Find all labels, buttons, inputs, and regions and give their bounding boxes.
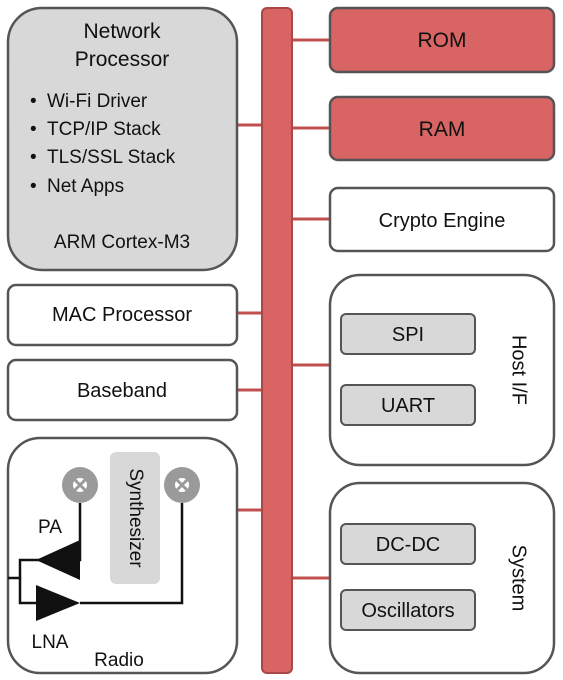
oscillators-label: Oscillators [361, 600, 454, 622]
rom-label: ROM [418, 29, 467, 52]
oscillators-block [340, 589, 476, 631]
bullet-marker: • [30, 91, 37, 112]
rom-block: ROM [328, 6, 556, 74]
network-processor-title-2: Processor [75, 48, 170, 71]
bullet-marker: • [30, 119, 37, 140]
crypto-engine-label: Crypto Engine [379, 210, 506, 232]
mixer-right-icon [162, 465, 202, 505]
network-processor-title-1: Network [83, 20, 161, 43]
dc-dc-label: DC-DC [376, 534, 440, 556]
synthesizer-block [110, 452, 160, 584]
lna-amplifier-icon [36, 585, 80, 621]
dc-dc-block [340, 523, 476, 565]
spi-label: SPI [392, 324, 424, 346]
baseband-block: Baseband [6, 358, 239, 422]
bullet-tls-ssl-stack: TLS/SSL Stack [47, 147, 176, 168]
radio-label: Radio [94, 650, 144, 671]
uart-label: UART [381, 395, 435, 417]
uart-block [340, 384, 476, 426]
lna-label: LNA [32, 632, 69, 653]
system-label: System [508, 545, 530, 612]
core-label: ARM Cortex-M3 [54, 232, 190, 253]
host-if-block: SPI UART Host I/F [328, 273, 556, 467]
bullet-tcp-ip-stack: TCP/IP Stack [47, 119, 161, 140]
bullet-marker: • [30, 176, 37, 197]
ram-label: RAM [419, 118, 466, 141]
bullet-wifi-driver: Wi-Fi Driver [47, 91, 148, 112]
mixer-left-icon [60, 465, 100, 505]
synthesizer-label: Synthesizer [125, 468, 146, 568]
mac-processor-label: MAC Processor [52, 304, 192, 326]
mac-processor-block: MAC Processor [6, 283, 239, 347]
pa-label: PA [38, 517, 62, 538]
host-if-label: Host I/F [508, 335, 530, 405]
bus-connectors [237, 38, 330, 580]
bullet-marker: • [30, 147, 37, 168]
system-bus [261, 7, 293, 674]
network-processor-block: Network Processor • Wi-Fi Driver • TCP/I… [6, 6, 239, 272]
system-block: DC-DC Oscillators System [328, 481, 556, 675]
ram-block: RAM [328, 95, 556, 162]
radio-block: Synthesizer PA LNA Radio [6, 436, 239, 675]
crypto-engine-block: Crypto Engine [328, 186, 556, 253]
bullet-net-apps: Net Apps [47, 176, 124, 197]
pa-amplifier-icon [36, 540, 80, 580]
spi-block [340, 313, 476, 355]
baseband-label: Baseband [77, 380, 167, 402]
